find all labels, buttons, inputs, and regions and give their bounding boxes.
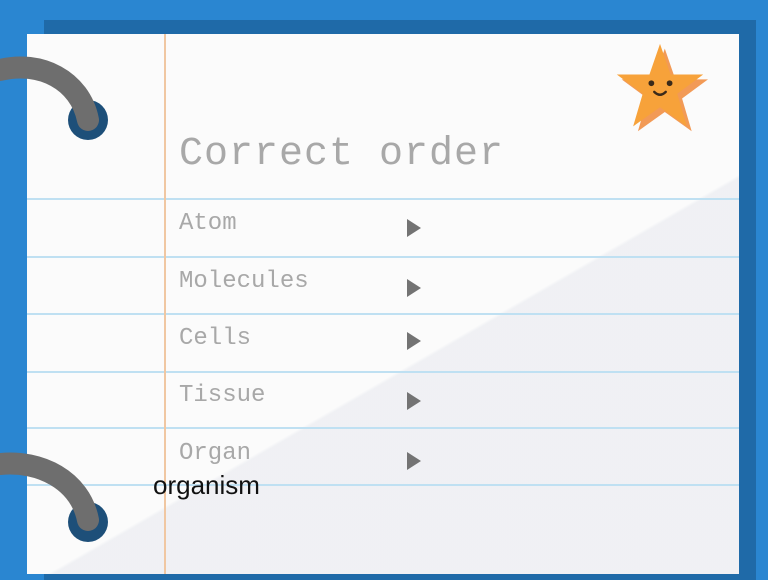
answer-text-organism: organism (153, 470, 260, 500)
rule-line (27, 427, 739, 429)
play-arrow-icon[interactable] (407, 452, 421, 470)
play-arrow-icon[interactable] (407, 219, 421, 237)
rule-line (27, 313, 739, 315)
list-item-cells[interactable]: Cells (179, 325, 252, 352)
list-item-molecules[interactable]: Molecules (179, 268, 309, 295)
play-arrow-icon[interactable] (407, 279, 421, 297)
play-arrow-icon[interactable] (407, 392, 421, 410)
rule-line (27, 484, 739, 486)
margin-line (164, 34, 166, 574)
rule-line (27, 256, 739, 258)
page-title: Correct order (179, 132, 505, 177)
list-item-atom[interactable]: Atom (179, 210, 237, 237)
binder-ring-icon (0, 452, 108, 542)
binder-ring-icon (0, 56, 108, 140)
notebook-page: Correct order Atom Molecules Cells Tissu… (27, 34, 739, 574)
list-item-organ[interactable]: Organ (179, 440, 252, 467)
play-arrow-icon[interactable] (407, 332, 421, 350)
list-item-tissue[interactable]: Tissue (179, 382, 266, 409)
rule-line (27, 198, 739, 200)
rule-line (27, 371, 739, 373)
smiling-star-icon (616, 43, 708, 132)
